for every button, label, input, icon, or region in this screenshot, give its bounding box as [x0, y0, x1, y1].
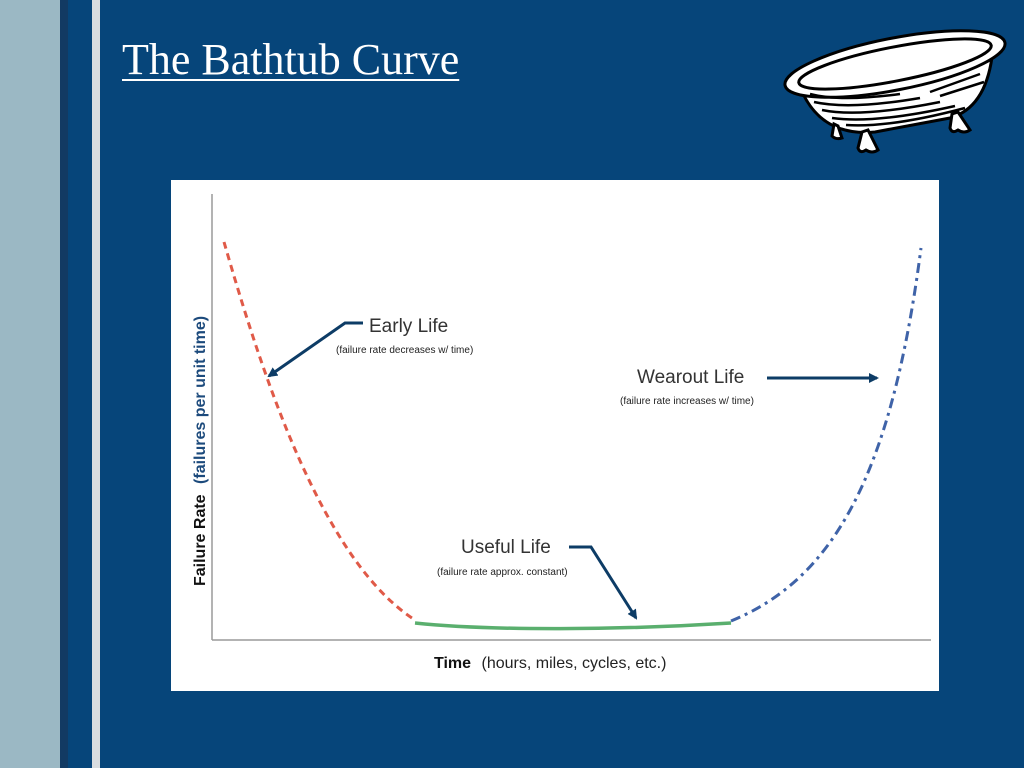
useful-life-arrow: [569, 545, 638, 620]
wearout-life-curve: [730, 247, 923, 623]
left-stripe-dark: [60, 0, 68, 768]
early-life-arrow: [267, 321, 363, 378]
left-stripe-light: [0, 0, 60, 768]
x-axis-title-rest: (hours, miles, cycles, etc.): [482, 655, 667, 672]
x-axis-title-main: Time: [434, 655, 471, 672]
early-life-curve: [222, 241, 416, 622]
y-axis-title-main: Failure Rate: [192, 494, 209, 586]
bathtub-chart: Early Life (failure rate decreases w/ ti…: [192, 194, 931, 672]
useful-life-curve: [414, 621, 732, 631]
wearout-life-label: Wearout Life: [637, 367, 744, 388]
x-axis-title: Time (hours, miles, cycles, etc.): [434, 655, 666, 672]
bathtub-icon: [783, 29, 1007, 154]
y-axis-title: Failure Rate (failures per unit time): [192, 316, 209, 586]
early-life-sublabel: (failure rate decreases w/ time): [336, 345, 473, 356]
slide-title: The Bathtub Curve: [122, 35, 460, 84]
y-axis-title-paren: (failures per unit time): [192, 316, 209, 484]
left-stripe-white: [92, 0, 100, 768]
useful-life-sublabel: (failure rate approx. constant): [437, 567, 568, 578]
early-life-label: Early Life: [369, 316, 448, 337]
wearout-life-sublabel: (failure rate increases w/ time): [620, 396, 754, 407]
useful-life-label: Useful Life: [461, 537, 551, 558]
chart-panel: Early Life (failure rate decreases w/ ti…: [171, 180, 939, 691]
left-stripe-gap: [68, 0, 92, 768]
